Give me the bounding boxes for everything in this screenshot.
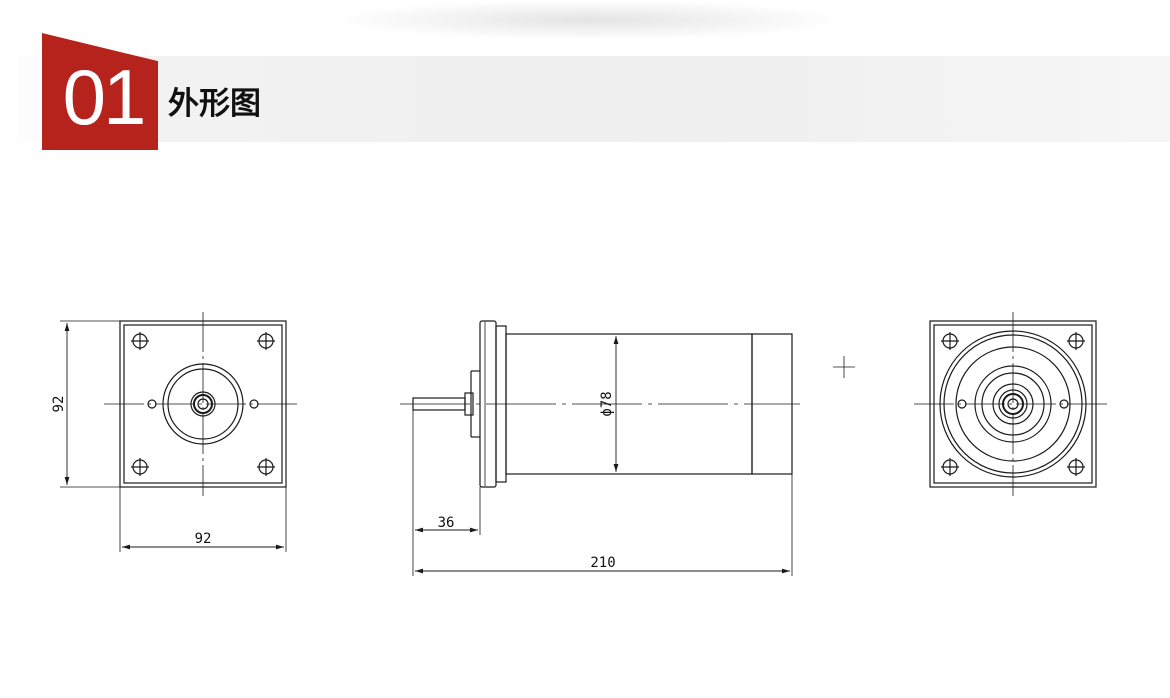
side-view	[400, 320, 800, 576]
side-diameter-label: ϕ78	[599, 391, 615, 416]
side-shaft-length-label: 36	[438, 515, 455, 531]
side-total-length-label: 210	[590, 555, 615, 571]
front-mounting-holes	[131, 332, 275, 476]
rear-mounting-holes	[941, 332, 1085, 476]
section-header-band	[0, 56, 1170, 142]
front-height-label: 92	[51, 396, 67, 413]
center-cross-mark	[833, 356, 855, 378]
top-glow	[330, 0, 850, 40]
rear-ring-1	[939, 330, 1087, 478]
rear-view	[914, 312, 1110, 496]
front-view	[60, 312, 300, 552]
section-title: 外形图	[168, 86, 261, 122]
section-number: 01	[62, 53, 147, 141]
front-width-label: 92	[195, 531, 212, 547]
